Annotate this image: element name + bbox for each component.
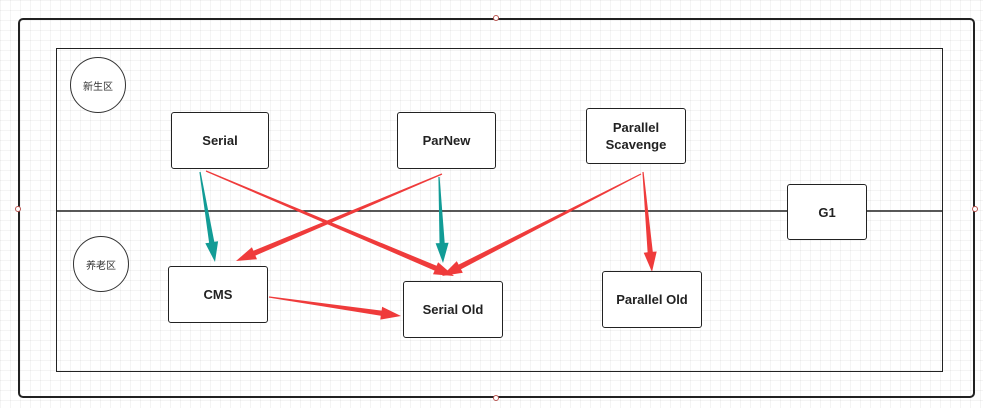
parallel-scavenge-label-line1: Parallel [612, 120, 660, 135]
serial-old-node[interactable]: Serial Old [403, 281, 503, 338]
top-resize-handle[interactable] [493, 15, 499, 21]
bottom-resize-handle[interactable] [493, 395, 499, 401]
cms-node[interactable]: CMS [168, 266, 268, 323]
parnew-node[interactable]: ParNew [397, 112, 496, 169]
parallel-scavenge-node[interactable]: Parallel Scavenge [586, 108, 686, 164]
parnew-to-serial-old-arrow [435, 177, 449, 263]
parallel-old-label: Parallel Old [616, 292, 688, 307]
left-resize-handle[interactable] [15, 206, 21, 212]
cms-label: CMS [203, 287, 233, 302]
old-generation-text: 养老区 [86, 260, 116, 272]
parallel-scavenge-to-parallel-old-arrow [642, 171, 657, 272]
parallel-scavenge-label-line2: Scavenge [605, 137, 667, 152]
arrow-group [199, 170, 657, 320]
g1-label: G1 [818, 204, 836, 220]
parnew-to-cms-arrow [236, 173, 443, 261]
serial-node[interactable]: Serial [171, 112, 269, 169]
parallel-old-node[interactable]: Parallel Old [602, 271, 702, 328]
young-generation-label: 新生区 [70, 57, 126, 113]
young-generation-text: 新生区 [83, 81, 113, 93]
parnew-label: ParNew [422, 133, 471, 148]
serial-label: Serial [202, 133, 238, 148]
old-generation-label: 养老区 [73, 236, 129, 292]
parallel-scavenge-to-serial-old-arrow [442, 173, 642, 276]
right-resize-handle[interactable] [972, 206, 978, 212]
heap-container[interactable] [56, 48, 943, 372]
cms-to-serial-old-arrow [268, 296, 401, 320]
serial-to-cms-arrow [199, 171, 219, 262]
g1-node[interactable]: G1 [787, 184, 867, 240]
serial-old-label: Serial Old [422, 302, 484, 317]
